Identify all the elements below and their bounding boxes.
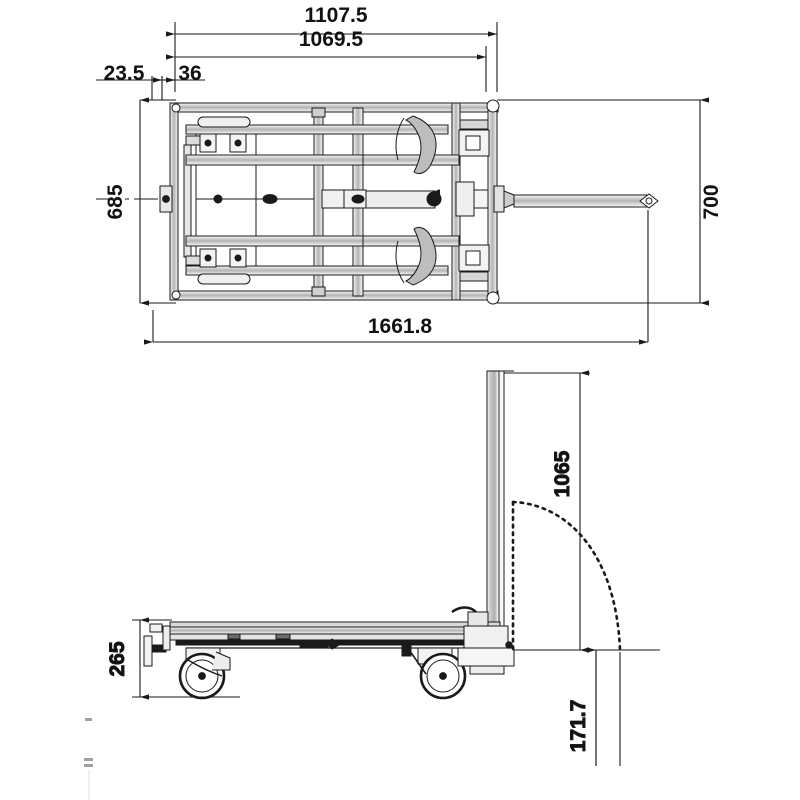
clamp-pin-lower-left: [204, 254, 212, 262]
clamp-lever-lower: [185, 255, 201, 266]
castor-right-pedal: [401, 641, 412, 657]
mast-collar: [467, 611, 489, 627]
left-post: [143, 635, 153, 667]
cross-arm-upper-a: [185, 124, 449, 135]
hook-lever-upper: [404, 115, 437, 175]
dimlabel-1065: 1065: [551, 450, 574, 497]
centre-fitting: [299, 640, 329, 649]
hitch-flange: [493, 185, 505, 213]
clamp-lever-upper: [185, 135, 201, 146]
mast-base-plate: [469, 665, 505, 675]
hitch-coupler: [426, 181, 515, 217]
chassis-beam-mid: [169, 626, 501, 635]
artifact-mark-3: [84, 764, 93, 767]
mast-base-housing: [451, 606, 515, 675]
fork-carriage-center: [362, 190, 436, 209]
chassis-beam-top: [169, 621, 501, 628]
mast-base-pin: [505, 641, 513, 649]
left-end-fitting: [149, 623, 163, 633]
dimlabel-700: 700: [700, 184, 723, 219]
left-hub-hole: [162, 195, 170, 203]
artifact-mark-2: [84, 758, 93, 761]
clamp-pad-lower: [185, 248, 251, 285]
frame-rail-top: [171, 102, 499, 113]
clamp-pin-lower-right: [234, 254, 242, 262]
cross-arm-lower-b: [185, 265, 449, 276]
mast-base-block: [463, 625, 509, 649]
tow-handle-bar: [513, 194, 650, 208]
left-bracket-side: [162, 625, 171, 651]
dimlabel-265: 265: [106, 641, 129, 676]
corner-bolt-tl: [171, 103, 181, 113]
side-view-dimension-labels: 1065 265 171.7: [106, 450, 591, 753]
fork-arm-upper: [362, 154, 460, 166]
dimlabel-685: 685: [104, 184, 127, 219]
castor-left-axle: [198, 672, 206, 680]
platform-slot: [262, 194, 278, 204]
corner-bolt-tr: [486, 99, 500, 113]
mast-column: [486, 370, 505, 652]
latch-inner-upper: [465, 135, 481, 151]
clamp-pad-upper-strap: [197, 116, 251, 128]
artifact-mark-1: [85, 718, 92, 721]
mast-base-foot: [457, 647, 515, 667]
castor-right-axle: [439, 672, 447, 680]
frame-rail-bottom: [171, 290, 499, 301]
dimlabel-1107-5: 1107.5: [304, 4, 367, 27]
castor-left-brake: [187, 659, 223, 677]
fork-link-block: [321, 189, 345, 209]
dimlabel-23-5: 23.5: [104, 62, 145, 85]
dimlabel-1069-5: 1069.5: [299, 28, 364, 51]
platform-panel: [195, 132, 315, 269]
centre-pivot: [326, 638, 343, 650]
clamp-pin-upper-right: [234, 139, 242, 147]
clamp-pad-lower-strap: [197, 273, 251, 285]
latch-strap-lower: [459, 271, 489, 282]
hitch-neck: [473, 189, 489, 209]
top-view: [96, 99, 659, 305]
hitch-base: [455, 181, 475, 217]
top-view-dimensions: [96, 22, 709, 345]
latch-strap-upper: [459, 119, 489, 130]
artifact-mark-4: [88, 770, 90, 800]
clamp-pad-upper: [185, 116, 251, 153]
tow-handle-end-hole: [645, 197, 653, 205]
clipped-artifact-marks: [84, 718, 93, 800]
centre-strap-b: [227, 633, 241, 640]
dimlabel-1661-8: 1661.8: [368, 315, 433, 338]
mast-tube-left-cap-top: [311, 107, 326, 118]
castor-left: [178, 647, 231, 700]
dimlabel-36: 36: [178, 62, 201, 85]
clamp-pin-upper-left: [204, 139, 212, 147]
mast-handle-hook: [451, 606, 477, 613]
corner-bolt-br: [486, 291, 500, 305]
top-view-dimension-labels: 1107.5 1069.5 23.5 36 685 700 1661.8: [104, 4, 723, 338]
side-view: 1065 265 171.7: [106, 370, 660, 766]
hook-lever-lower: [404, 226, 437, 286]
castor-left-bracket: [212, 651, 231, 671]
platform-pivot-hole: [213, 194, 223, 204]
latch-inner-lower: [465, 250, 481, 266]
centre-strap: [275, 633, 291, 640]
chassis-beam-low: [169, 633, 501, 641]
hook-guide-upper: [395, 117, 405, 161]
hitch-ball: [426, 189, 442, 207]
fork-arm-lower: [362, 235, 460, 247]
hook-guide-lower: [395, 240, 405, 284]
corner-bolt-bl: [171, 290, 181, 300]
side-view-dimensions: [132, 370, 660, 766]
fork-carriage-pin: [351, 194, 365, 204]
castor-right: [401, 641, 467, 700]
mast-tube-left-cap-bottom: [311, 286, 326, 297]
dimlabel-171-7: 171.7: [567, 700, 590, 753]
